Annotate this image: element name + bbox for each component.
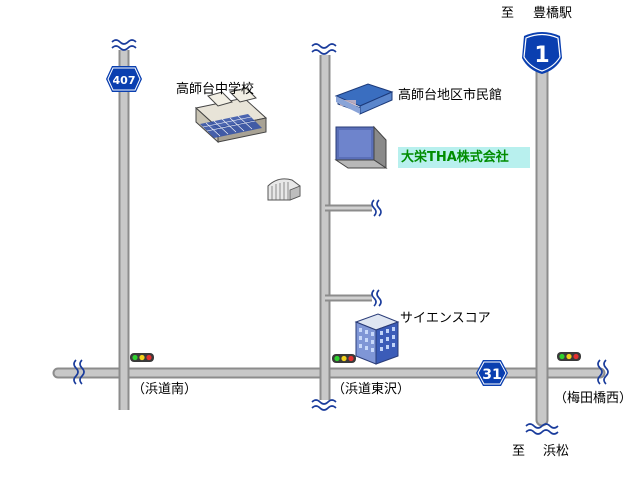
continuation-marks	[73, 39, 609, 435]
civic-hall-icon	[334, 83, 394, 115]
route-407-shield: 407	[106, 66, 142, 92]
hamamichi-higashizawa-label: （浜道東沢）	[332, 382, 411, 397]
takashidai-school-label: 高師台中学校	[176, 82, 255, 97]
company-name-label: 大栄THA株式会社	[398, 147, 530, 168]
science-core-building-icon	[354, 313, 400, 365]
route-31-number: 31	[482, 367, 501, 383]
to-toyohashi-station-label: 豊橋駅	[533, 6, 573, 21]
route-1-shield: 1	[522, 32, 562, 74]
traffic-signal-icon	[130, 353, 154, 362]
civic-hall-label: 高師台地区市民館	[398, 88, 503, 103]
wave-mark-right-bottom	[525, 423, 559, 435]
route-1-number: 1	[534, 43, 549, 68]
greenhouse-icon	[267, 178, 301, 201]
to-toyohashi-prefix: 至	[501, 6, 515, 21]
traffic-signal-icon	[332, 354, 356, 363]
company-building-icon	[334, 125, 388, 169]
traffic-signal-icon	[557, 352, 581, 361]
route-31-shield: 31	[476, 360, 508, 386]
wave-mark-branch-upper	[371, 199, 382, 217]
hamamichi-minami-label: （浜道南）	[132, 382, 198, 397]
to-hamamatsu-prefix: 至	[512, 444, 526, 459]
wave-mark-middle-bottom	[311, 399, 337, 411]
school-building-icon	[194, 87, 268, 144]
wave-mark-branch-lower	[371, 289, 382, 307]
route-407-number: 407	[113, 74, 136, 87]
to-hamamatsu-label: 浜松	[543, 444, 570, 459]
roads	[52, 50, 606, 427]
wave-mark-left-road-end	[73, 359, 85, 385]
wave-mark-middle-top	[311, 43, 337, 55]
wave-mark-left-top	[111, 39, 137, 51]
science-core-label: サイエンスコア	[400, 311, 491, 326]
umedabashi-nishi-label: （梅田橋西）	[554, 391, 633, 406]
wave-mark-right-road-end	[597, 359, 609, 385]
